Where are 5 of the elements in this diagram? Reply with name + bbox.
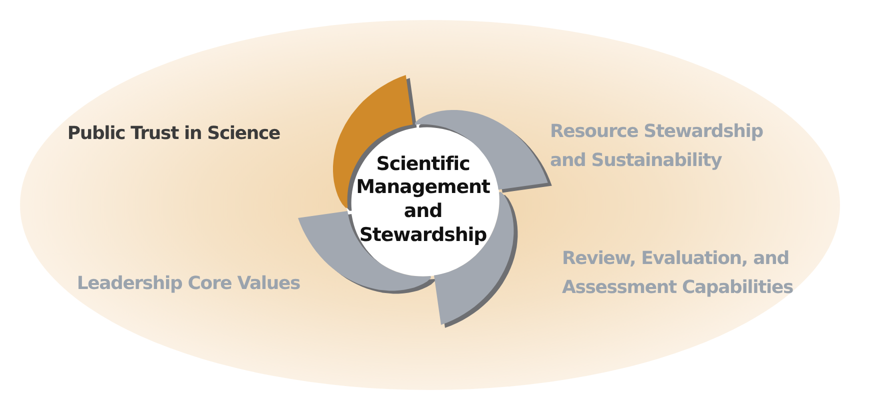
center-title: Scientific Management and Stewardship <box>355 152 491 248</box>
blade-caption: Resource Stewardship and Sustainability <box>550 120 764 173</box>
blade-caption: Review, Evaluation, and Assessment Capabilities <box>562 247 794 300</box>
blade-caption: Leadership Core Values <box>76 272 300 296</box>
blade-caption: Public Trust in Science <box>66 122 280 146</box>
